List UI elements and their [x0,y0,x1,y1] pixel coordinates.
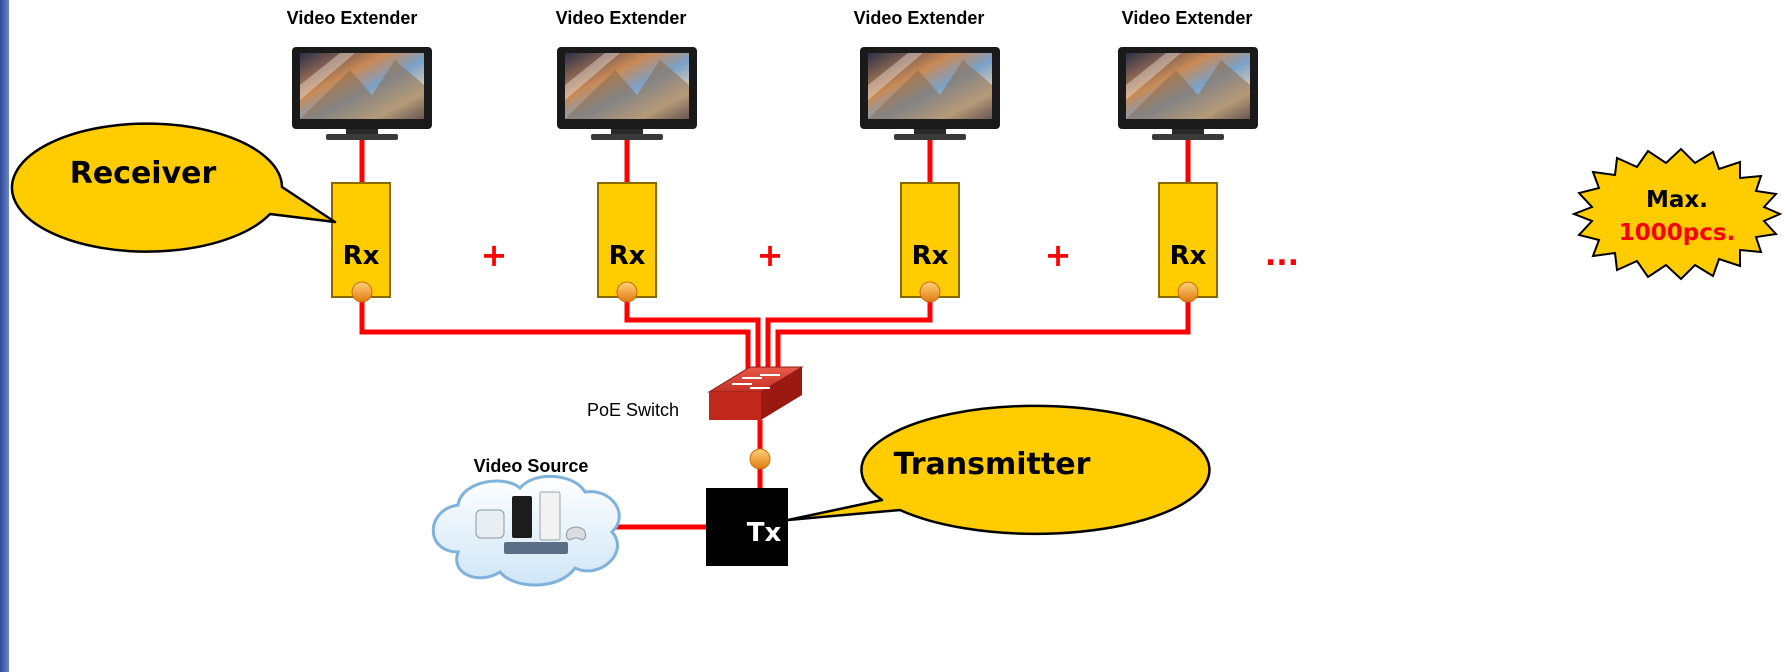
rx-box [1158,182,1218,298]
max-label: Max. [1646,187,1708,213]
video-source-cloud-icon [431,474,621,587]
console-white-icon [539,491,561,541]
receiver-box-icon [504,542,568,554]
monitor-icon [1118,47,1258,140]
rx-label: Rx [609,241,646,271]
max-count: 1000pcs. [1619,220,1736,246]
poe-plug-icon [351,281,373,303]
switch-arrows-icon [732,374,780,389]
switch-front [709,392,761,420]
source-label: Video Source [474,456,589,476]
plus-sign: + [757,236,784,274]
poe-plug-icon [1177,281,1199,303]
apple-tv-icon [475,509,505,539]
rx-box [331,182,391,298]
cable-rx-2 [624,297,761,372]
rx-label: Rx [1170,241,1207,271]
rx-box [900,182,960,298]
callout-bubble [10,122,337,253]
cable-rx-1 [359,297,751,372]
cable-rx-3 [765,297,933,372]
switch-side [761,367,802,420]
tx-box [706,488,788,566]
starburst-shape [1571,147,1783,281]
receiver-column-3: Video Extender Rx [854,8,1000,303]
receiver-callout-text: Receiver [70,156,217,191]
poe-plug-icon [616,281,638,303]
poe-switch [707,366,804,420]
poe-plug-icon [919,281,941,303]
transmitter-callout-text: Transmitter [894,447,1091,482]
receiver-column-4: Video Extender Rx [1118,8,1258,303]
cable-rx-4 [775,297,1191,372]
receiver-column-2: Video Extender Rx [556,8,697,303]
plus-sign: + [1045,236,1072,274]
extender-label: Video Extender [287,8,418,28]
rx-label: Rx [343,241,380,271]
poe-plug-icon [749,448,771,470]
max-count-badge: Max. 1000pcs. [1571,147,1783,281]
monitor-icon [292,47,432,140]
receiver-column-1: Video Extender Rx [287,8,432,303]
left-side-bar [0,0,9,672]
monitor-icon [557,47,697,140]
extender-label: Video Extender [854,8,985,28]
plus-sign: + [481,236,508,274]
callout-bubble [786,404,1211,536]
extender-label: Video Extender [556,8,687,28]
console-black-icon [512,496,532,538]
tx-label: Tx [747,518,782,548]
extender-label: Video Extender [1122,8,1253,28]
transmitter-callout: Transmitter [786,404,1211,536]
ellipsis: ... [1265,238,1299,273]
rx-label: Rx [912,241,949,271]
switch-label: PoE Switch [587,400,679,420]
network-cables [359,140,1191,530]
receiver-callout: Receiver [10,122,337,253]
monitor-icon [860,47,1000,140]
controller-icon [565,526,587,541]
rx-box [597,182,657,298]
